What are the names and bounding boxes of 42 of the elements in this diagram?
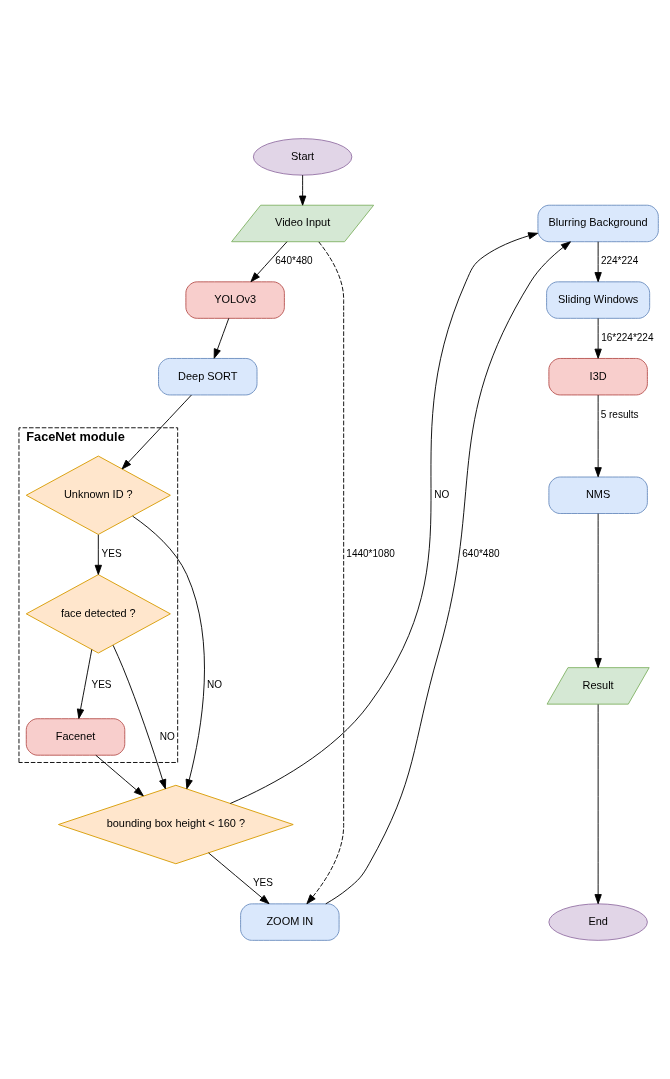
node-box: Deep SORT bbox=[158, 358, 258, 396]
edge-label: YES bbox=[101, 548, 122, 560]
arrow bbox=[229, 232, 539, 804]
arrow bbox=[325, 241, 571, 905]
arrow bbox=[594, 317, 602, 359]
arrow bbox=[76, 649, 93, 719]
edge-label: NO bbox=[207, 679, 223, 691]
edge-label: 640*480 bbox=[275, 255, 313, 267]
node-diamond: Unknown ID ? bbox=[25, 455, 171, 535]
edge-label: NO bbox=[434, 488, 450, 500]
edge-label: NO bbox=[159, 730, 175, 742]
arrow bbox=[306, 241, 345, 905]
arrow bbox=[594, 394, 602, 478]
node-box: YOLOv3 bbox=[185, 281, 285, 319]
arrow bbox=[594, 241, 602, 283]
arrow bbox=[94, 534, 102, 575]
edge-label: 5 results bbox=[600, 408, 639, 420]
arrow bbox=[298, 174, 307, 206]
node-box: ZOOM IN bbox=[240, 903, 340, 941]
edge-label: 16*224*224 bbox=[601, 331, 654, 343]
node-box: I3D bbox=[548, 358, 648, 396]
arrow bbox=[250, 241, 288, 283]
edge-label: 640*480 bbox=[462, 548, 500, 560]
node-box: Sliding Windows bbox=[546, 281, 651, 319]
arrow bbox=[121, 394, 192, 470]
node-box: Facenet bbox=[25, 718, 126, 756]
arrow bbox=[594, 703, 602, 905]
edge-label: YES bbox=[252, 877, 273, 889]
edge-label: 224*224 bbox=[600, 255, 639, 267]
node-box: NMS bbox=[548, 476, 648, 514]
node-diamond: face detected ? bbox=[25, 574, 171, 654]
node-box: Blurring Background bbox=[537, 204, 659, 243]
edge-label: YES bbox=[91, 679, 112, 691]
node-ellipse: Start bbox=[252, 138, 353, 176]
arrow bbox=[95, 754, 144, 797]
arrow bbox=[132, 515, 205, 790]
arrow bbox=[594, 513, 602, 669]
node-ellipse: End bbox=[548, 903, 648, 941]
arrow bbox=[208, 852, 270, 905]
arrow bbox=[213, 317, 230, 359]
edge-label: 1440*1080 bbox=[346, 548, 395, 560]
arrow bbox=[112, 644, 167, 790]
